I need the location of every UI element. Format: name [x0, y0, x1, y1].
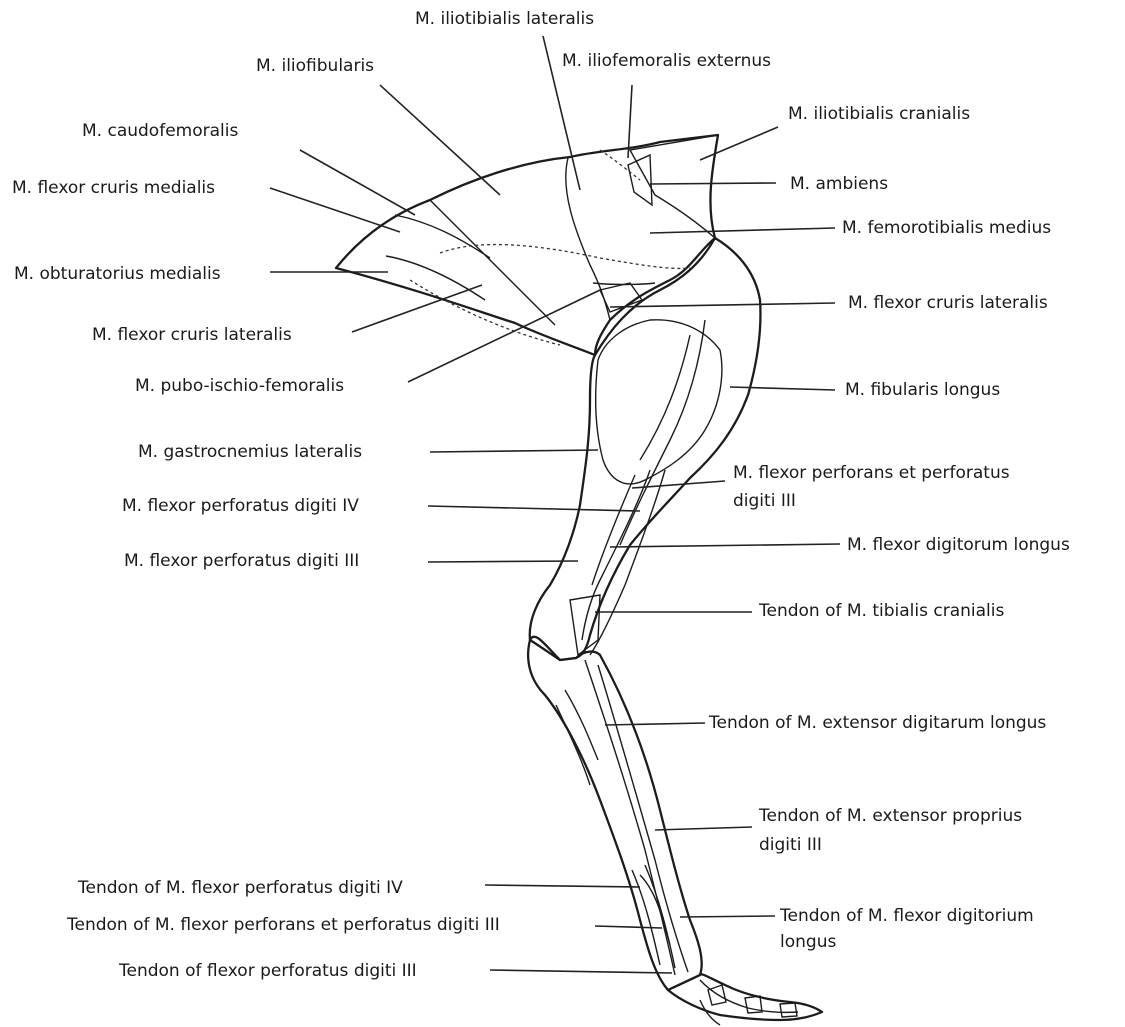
- label-iliotibialis-cranialis: M. iliotibialis cranialis: [788, 101, 970, 127]
- label-caudofemoralis: M. caudofemoralis: [82, 118, 238, 144]
- label-obturatorius-medialis: M. obturatorius medialis: [14, 261, 221, 287]
- label-pubo-ischio-femoralis: M. pubo-ischio-femoralis: [135, 373, 344, 399]
- label-flexor-cruris-lateralis-left: M. flexor cruris lateralis: [92, 322, 292, 348]
- label-tendon-flexor-perforans-perforatus-iii: Tendon of M. flexor perforans et perfora…: [67, 912, 500, 938]
- label-flexor-digitorum-longus: M. flexor digitorum longus: [847, 532, 1070, 558]
- label-flexor-perforatus-digiti-iii: M. flexor perforatus digiti III: [124, 548, 359, 574]
- label-tendon-flexor-perforatus-digiti-iii: Tendon of flexor perforatus digiti III: [119, 958, 417, 984]
- foot-digits: [668, 974, 822, 1025]
- label-tendon-extensor-proprius-line2: digiti III: [759, 832, 822, 858]
- label-fibularis-longus: M. fibularis longus: [845, 377, 1000, 403]
- label-gastrocnemius-lateralis: M. gastrocnemius lateralis: [138, 439, 362, 465]
- label-tendon-extensor-proprius-line1: Tendon of M. extensor proprius: [759, 803, 1022, 829]
- label-tendon-flexor-digitorium-line1: Tendon of M. flexor digitorium: [780, 903, 1034, 929]
- tarsometatarsus: [528, 640, 702, 990]
- label-iliofibularis: M. iliofibularis: [256, 53, 374, 79]
- label-iliotibialis-lateralis: M. iliotibialis lateralis: [415, 6, 594, 32]
- label-ambiens: M. ambiens: [790, 171, 888, 197]
- label-femorotibialis-medius: M. femorotibialis medius: [842, 215, 1051, 241]
- label-flexor-cruris-medialis: M. flexor cruris medialis: [12, 175, 215, 201]
- label-tendon-extensor-digitarum-longus: Tendon of M. extensor digitarum longus: [709, 710, 1046, 736]
- shank-muscles: [530, 238, 761, 660]
- thigh-muscles: [336, 135, 718, 355]
- label-flexor-perforatus-digiti-iv: M. flexor perforatus digiti IV: [122, 493, 359, 519]
- label-flexor-perforans-perforatus-line1: M. flexor perforans et perforatus: [733, 460, 1010, 486]
- label-flexor-perforans-perforatus-line2: digiti III: [733, 488, 796, 514]
- label-iliofemoralis-externus: M. iliofemoralis externus: [562, 48, 771, 74]
- label-tendon-flexor-digitorium-line2: longus: [780, 929, 836, 955]
- label-tendon-flexor-perforatus-digiti-iv: Tendon of M. flexor perforatus digiti IV: [78, 875, 403, 901]
- label-flexor-cruris-lateralis-right: M. flexor cruris lateralis: [848, 290, 1048, 316]
- label-tendon-tibialis-cranialis: Tendon of M. tibialis cranialis: [759, 598, 1004, 624]
